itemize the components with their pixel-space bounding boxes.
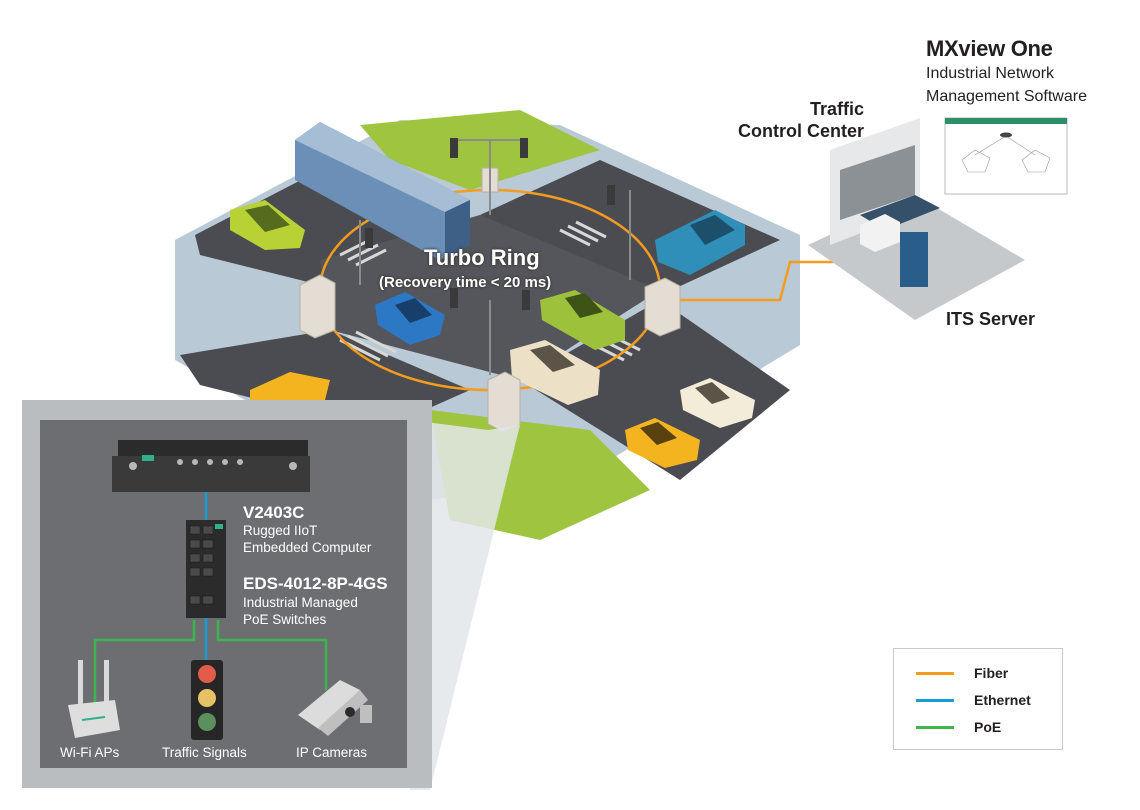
software-desc-line1: Industrial Network [926, 65, 1055, 82]
switch-desc-line2: PoE Switches [243, 612, 327, 627]
switch-model: EDS-4012-8P-4GS [243, 574, 388, 593]
traffic-signal-device [191, 660, 223, 740]
its-server-label: ITS Server [946, 309, 1036, 329]
car-green [230, 200, 305, 250]
car-yellow-right [625, 418, 700, 468]
legend-swatch-fiber [916, 671, 954, 675]
bus [295, 122, 470, 260]
legend-item-poe: PoE [916, 718, 1001, 736]
computer-desc-line1: Rugged IIoT [243, 523, 318, 538]
car-pickup [540, 290, 625, 350]
control-center-label-line1: Traffic [809, 99, 864, 119]
legend: Fiber Ethernet PoE [893, 648, 1063, 750]
car-beige [510, 340, 600, 405]
poe-link-wifi [93, 620, 196, 705]
control-center-booth [808, 118, 1025, 320]
car-blue [375, 292, 445, 345]
eds-switch [186, 520, 226, 618]
zoom-beam [410, 420, 520, 790]
legend-swatch-ethernet [916, 698, 954, 702]
traffic-signals-label: Traffic Signals [162, 745, 247, 760]
switch-desc-line1: Industrial Managed [243, 595, 358, 610]
legend-label-fiber: Fiber [974, 665, 1009, 681]
software-name: MXview One [926, 36, 1053, 61]
v2403c-computer [112, 440, 310, 492]
control-center-label-line2: Control Center [738, 121, 864, 141]
computer-desc-line2: Embedded Computer [243, 540, 372, 555]
legend-item-ethernet: Ethernet [916, 691, 1031, 709]
roadside-cabinets [299, 167, 681, 433]
software-desc-line2: Management Software [926, 88, 1087, 105]
ip-camera-device [298, 680, 372, 736]
mxview-screenshot [944, 117, 1068, 195]
legend-label-poe: PoE [974, 719, 1002, 735]
legend-label-ethernet: Ethernet [974, 692, 1031, 708]
grass-top [360, 110, 600, 190]
legend-swatch-poe [916, 725, 954, 729]
legend-item-fiber: Fiber [916, 664, 1008, 682]
wifi-ap-device [68, 660, 120, 738]
wifi-ap-label: Wi-Fi APs [60, 745, 120, 760]
car-teal [655, 210, 745, 275]
ip-cameras-label: IP Cameras [296, 745, 368, 760]
turbo-ring-title: Turbo Ring [424, 245, 540, 270]
traffic-light-heads [365, 138, 615, 310]
turbo-ring-subtitle: (Recovery time < 20 ms) [379, 274, 552, 291]
traffic-light-poles [359, 139, 631, 375]
computer-model: V2403C [243, 503, 305, 522]
poe-link-camera [216, 620, 328, 690]
car-white [680, 378, 755, 428]
